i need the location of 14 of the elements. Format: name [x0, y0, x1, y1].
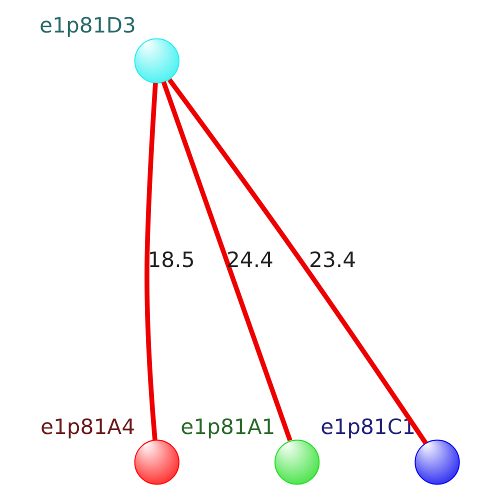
node-circle	[134, 38, 180, 84]
node-circle	[134, 440, 180, 485]
edge-label: 18.5	[148, 246, 195, 272]
node-circle	[414, 440, 460, 485]
edge-label: 24.4	[226, 246, 274, 272]
connector	[168, 78, 428, 445]
node-label: e1p81A4	[40, 414, 136, 439]
connector	[144, 82, 158, 440]
node-circle	[274, 440, 320, 485]
edge-label: 23.4	[309, 246, 356, 272]
connector	[161, 81, 292, 442]
node-label: e1p81A1	[180, 414, 276, 439]
node-label: e1p81D3	[40, 12, 136, 38]
node-label: e1p81C1	[320, 414, 416, 439]
